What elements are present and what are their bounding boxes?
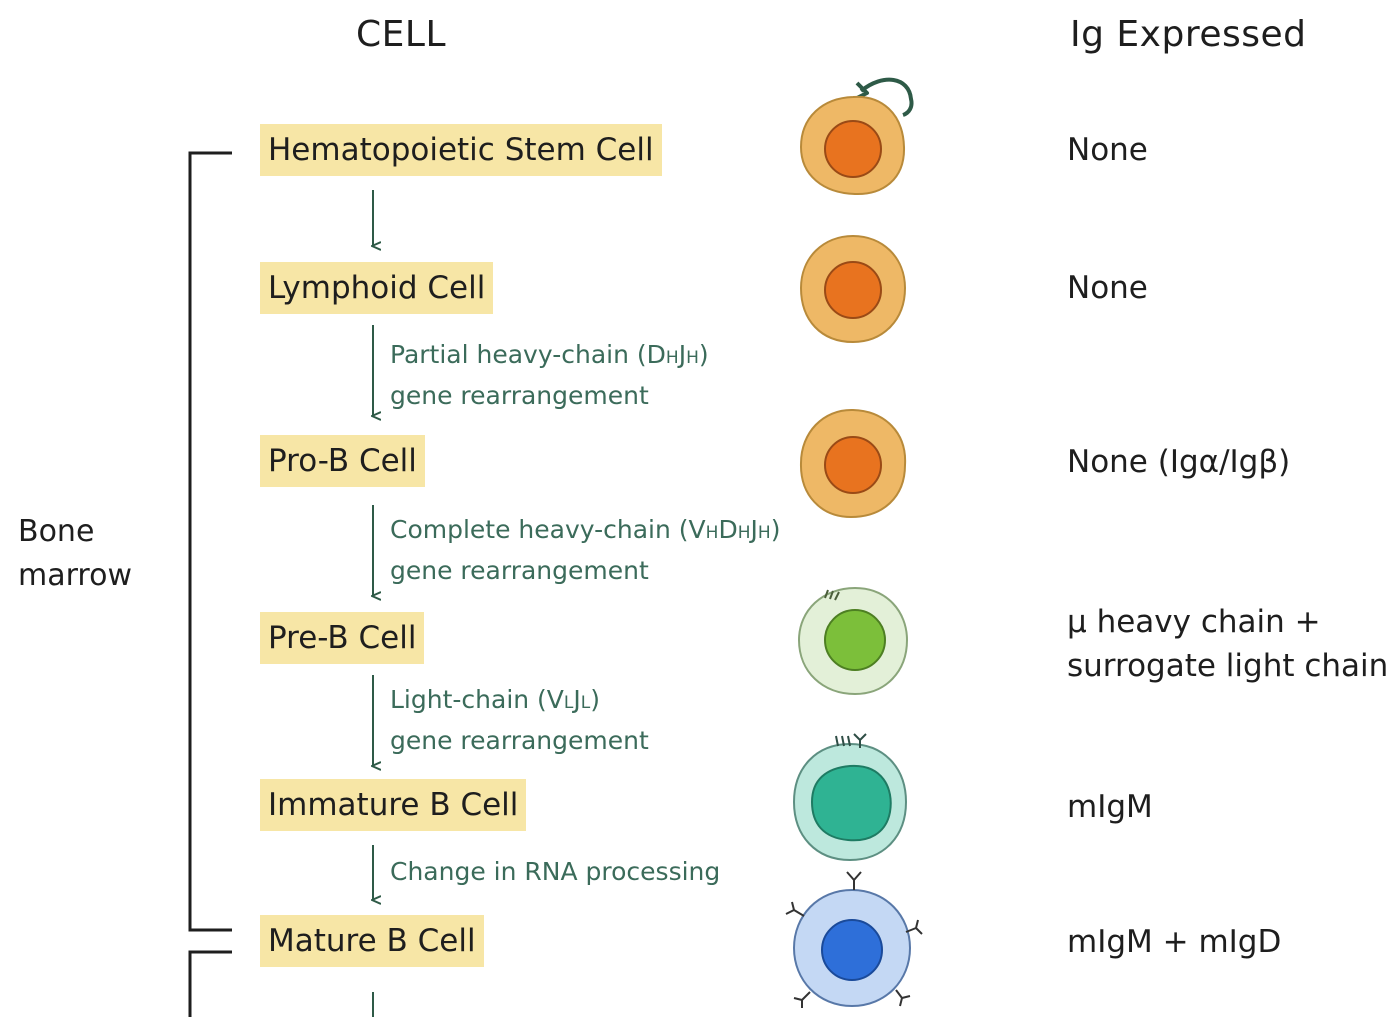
transition-3-line1: Light-chain (VLJL) [390,685,601,714]
bone-marrow-label: Bone marrow [18,510,132,598]
immature-b-cell-icon [792,733,908,862]
mature-b-cell-icon [785,871,923,1008]
bone-marrow-bracket [188,151,232,932]
stage-pre-b-cell: Pre-B Cell [260,612,425,664]
transition-partial-heavy-chain: Partial heavy-chain (DHJH) gene rearrang… [390,336,709,414]
ig-pro-b-cell: None (Igα/Igβ) [1067,444,1291,480]
next-stage-bracket [188,950,232,1017]
bone-marrow-label-line2: marrow [18,558,132,593]
stage-immature-b-cell: Immature B Cell [260,779,527,831]
pro-b-cell-icon [799,408,907,519]
ig-pre-b-cell-line1: μ heavy chain + [1067,604,1321,640]
transition-2-line2: gene rearrangement [390,556,649,585]
ig-expressed-column-header: Ig Expressed [1070,14,1307,55]
ig-pre-b-cell: μ heavy chain + surrogate light chain [1067,600,1388,688]
ig-hematopoietic-stem-cell: None [1067,132,1148,168]
bone-marrow-label-line1: Bone [18,514,95,549]
hematopoietic-stem-cell-icon [799,77,914,196]
cell-column-header: CELL [356,14,446,55]
stage-hematopoietic-stem-cell: Hematopoietic Stem Cell [260,124,662,176]
transition-1-line1: Partial heavy-chain (DHJH) [390,340,709,369]
transition-1-line2: gene rearrangement [390,381,649,410]
ig-pre-b-cell-line2: surrogate light chain [1067,648,1389,684]
transition-2-line1: Complete heavy-chain (VHDHJH) [390,515,781,544]
transition-light-chain: Light-chain (VLJL) gene rearrangement [390,681,649,759]
ig-lymphoid-cell: None [1067,270,1148,306]
ig-mature-b-cell: mIgM + mIgD [1067,924,1282,960]
stage-pro-b-cell: Pro-B Cell [260,435,425,487]
transition-rna-processing: Change in RNA processing [390,857,721,886]
transition-3-line2: gene rearrangement [390,726,649,755]
pre-b-cell-icon [797,586,909,696]
ig-immature-b-cell: mIgM [1067,789,1153,825]
transition-complete-heavy-chain: Complete heavy-chain (VHDHJH) gene rearr… [390,511,780,589]
stage-mature-b-cell: Mature B Cell [260,915,484,967]
stage-lymphoid-cell: Lymphoid Cell [260,262,494,314]
lymphoid-cell-icon [799,234,907,344]
